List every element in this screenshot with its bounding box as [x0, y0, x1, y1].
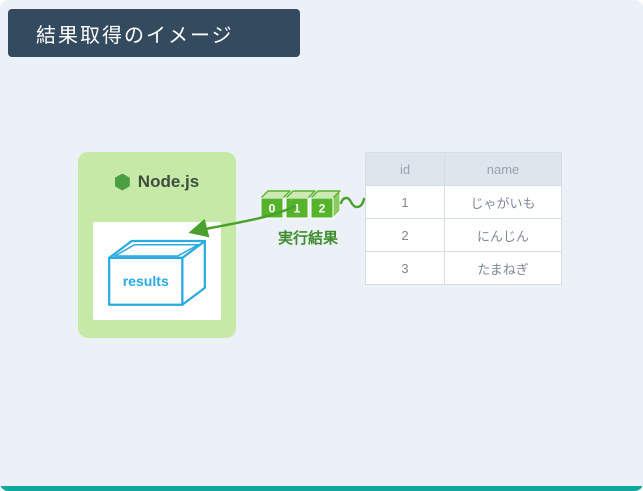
cube-top-0: [260, 190, 291, 199]
header-id: id: [365, 152, 445, 186]
cell-name: たまねぎ: [444, 251, 562, 285]
table-header-row: id name: [365, 152, 562, 186]
box-front-face: [108, 256, 184, 306]
cell-id: 1: [365, 185, 445, 219]
result-array: 0 1 2: [256, 182, 360, 224]
nodejs-header: Node.js: [78, 172, 236, 192]
table-row: 3 たまねぎ: [365, 251, 562, 285]
nodejs-label: Node.js: [137, 172, 200, 191]
array-cell-0: 0: [269, 202, 276, 216]
results-card: results: [93, 222, 221, 320]
nodejs-hexagon-icon: [114, 173, 130, 191]
cube-front-2: [310, 197, 334, 219]
array-caption: 実行結果: [277, 230, 338, 247]
table-row: 1 じゃがいも: [365, 185, 562, 219]
page-title: 結果取得のイメージ: [36, 24, 234, 47]
open-box-icon: results: [108, 239, 206, 306]
cell-id: 2: [365, 218, 445, 252]
cell-name: にんじん: [444, 218, 562, 252]
result-table: id name 1 じゃがいも 2 にんじん 3 たまねぎ: [365, 152, 562, 285]
array-cell-2: 2: [319, 202, 326, 216]
cell-id: 3: [365, 251, 445, 285]
array-cell-1: 1: [294, 202, 301, 216]
table-row: 2 にんじん: [365, 218, 562, 252]
results-label: results: [123, 273, 169, 289]
title-bar: 結果取得のイメージ: [8, 9, 300, 57]
cube-top-1: [285, 190, 316, 199]
array-cubes-icon: 0 1 2: [260, 189, 341, 220]
nodejs-panel: Node.js results: [78, 152, 236, 338]
bottom-accent-bar: [0, 486, 643, 491]
box-opening: [114, 244, 199, 257]
cell-name: じゃがいも: [444, 185, 562, 219]
header-name: name: [444, 152, 562, 186]
